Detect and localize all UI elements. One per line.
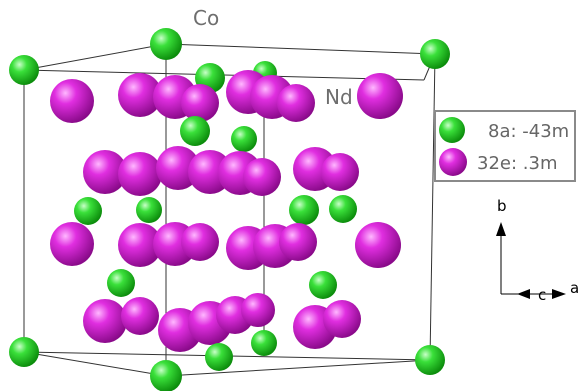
orientation-axes: b c a [496, 197, 579, 304]
axis-a-arrowhead [552, 289, 566, 299]
nd-atom [156, 146, 200, 190]
nd-atom [277, 84, 315, 122]
nd-atom [355, 222, 401, 268]
nd-atom [83, 299, 127, 343]
nd-atom [118, 152, 162, 196]
legend: 8a: -43m 32e: .3m [434, 110, 576, 182]
co-atom [107, 269, 135, 297]
axis-b-label: b [497, 197, 507, 215]
nd-atom [321, 153, 359, 191]
cell-edge [429, 53, 436, 361]
nd-atom [118, 223, 162, 267]
legend-co-label: 8a: -43m [488, 121, 569, 142]
nd-atom [241, 293, 275, 327]
legend-nd-icon [439, 148, 467, 176]
co-atom [420, 39, 450, 69]
cell-edge [23, 43, 167, 71]
nd-atom [357, 73, 403, 119]
atoms-layer [9, 28, 450, 391]
nd-atom [121, 297, 159, 335]
cell-edge [165, 43, 436, 55]
nd-atom [50, 79, 94, 123]
nd-atom [50, 222, 94, 266]
legend-co-icon [439, 117, 465, 143]
co-atom [205, 343, 233, 371]
nd-atom [83, 150, 127, 194]
co-atom [9, 55, 39, 85]
nd-atom [181, 223, 219, 261]
co-atom [74, 197, 102, 225]
co-atom [309, 271, 337, 299]
co-atom [415, 345, 445, 375]
cell-edge [23, 351, 167, 377]
co-atom [9, 337, 39, 367]
co-atom [251, 330, 277, 356]
nd-atom [181, 84, 219, 122]
nd-atom [279, 223, 317, 261]
legend-nd-label: 32e: .3m [477, 153, 557, 174]
axis-b-arrowhead [496, 222, 506, 236]
nd-atom [243, 158, 281, 196]
cell-edge [165, 359, 431, 377]
axis-c-arrowhead [517, 289, 530, 299]
axis-c-label: c [538, 286, 546, 304]
axis-a-label: a [570, 279, 579, 297]
co-atom [231, 126, 257, 152]
co-label: Co [193, 6, 219, 30]
nd-atom [323, 300, 361, 338]
nd-atom [118, 73, 162, 117]
co-atom [150, 28, 182, 60]
co-atom [180, 116, 210, 146]
co-atom [289, 195, 319, 225]
co-atom [329, 195, 357, 223]
nd-label: Nd [325, 85, 353, 109]
co-atom [150, 360, 182, 391]
co-atom [136, 197, 162, 223]
